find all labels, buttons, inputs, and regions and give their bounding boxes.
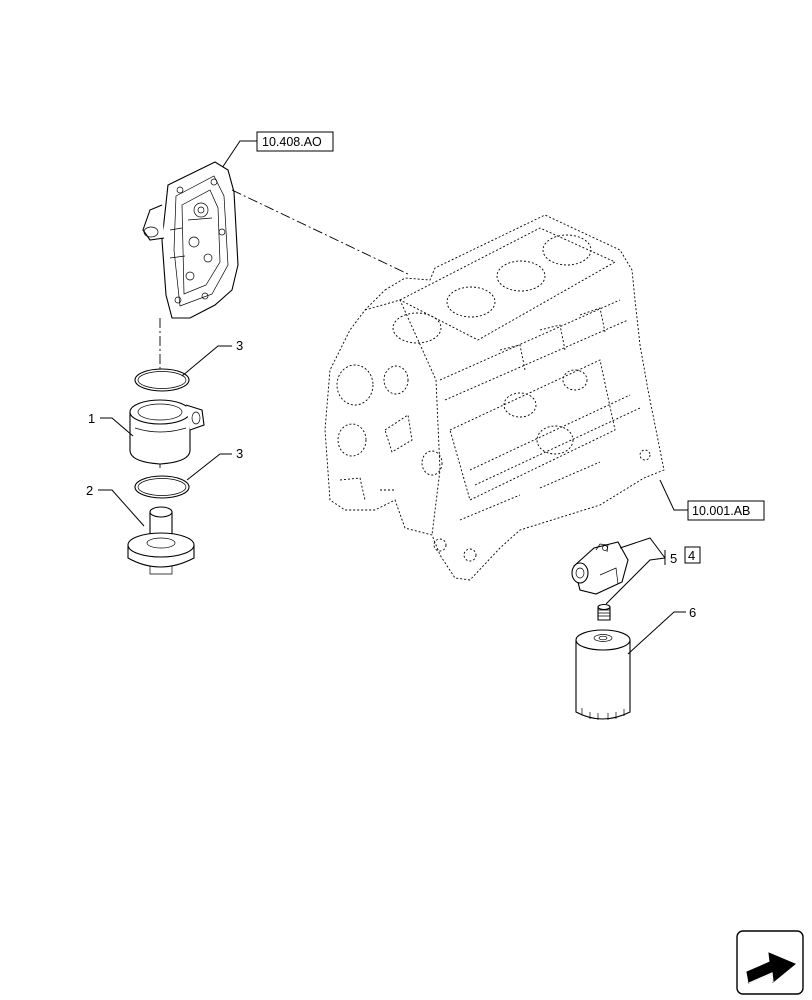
reference-box-cover[interactable]: 10.408.AO [221,131,334,169]
callout-2: 2 [86,483,93,498]
callout-3-upper: 3 [236,338,243,353]
o-ring-lower [134,475,190,499]
leader-3-upper [181,345,232,377]
adapter-housing [129,399,205,465]
callout-6: 6 [689,605,696,620]
leader-6 [627,611,686,655]
engine-block [324,214,665,581]
callout-4-box: 4 [684,546,701,564]
leader-1 [100,417,134,437]
callout-1: 1 [88,411,95,426]
reference-label-block: 10.001.AB [692,504,750,518]
arrow-next-icon[interactable] [736,930,804,995]
leader-2 [98,489,145,527]
leader-5a [619,537,666,559]
reference-box-block[interactable]: 10.001.AB [659,479,765,521]
reference-label-cover: 10.408.AO [262,135,322,149]
flanged-fitting [127,506,195,575]
leader-5b [605,557,666,605]
filter-head [571,541,629,595]
callout-4: 4 [688,548,695,563]
leader-3-lower [186,453,232,481]
threaded-nipple [597,603,611,621]
timing-cover [142,161,239,319]
alignment-line-cover-block [231,189,411,276]
oil-filter [575,629,631,720]
callout-5: 5 [670,551,677,566]
o-ring-upper [134,368,190,392]
callout-3-lower: 3 [236,446,243,461]
